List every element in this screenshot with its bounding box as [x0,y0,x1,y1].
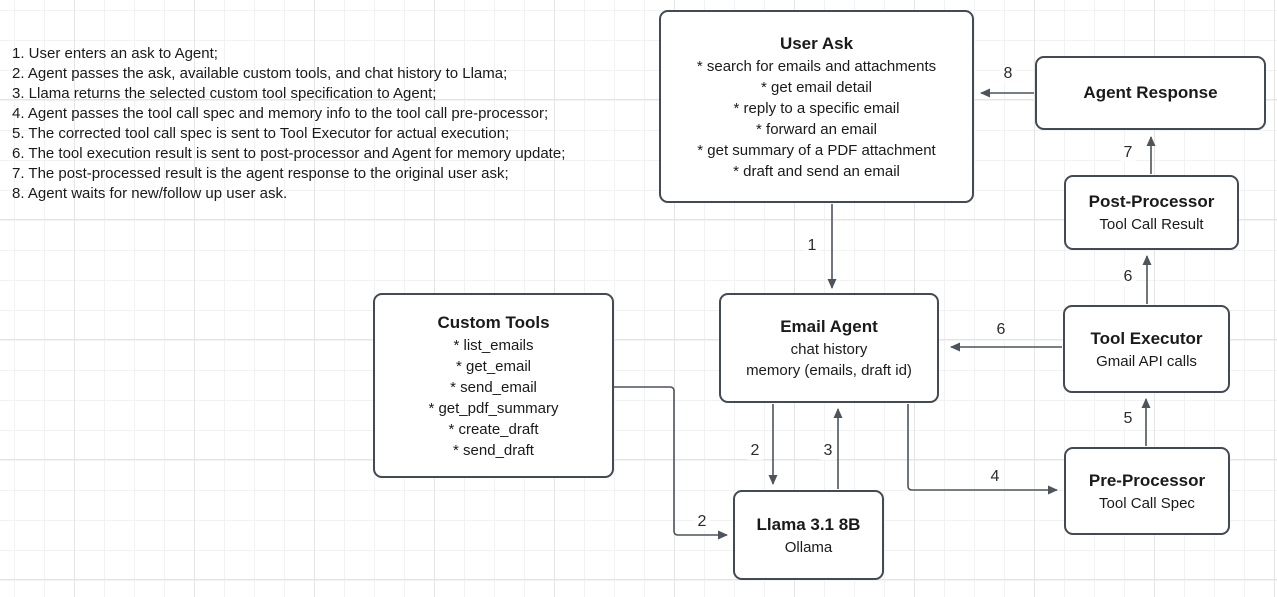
node-title: User Ask [779,33,854,53]
node-subtitle: Tool Call Result [1099,216,1204,233]
step-1: 1. User enters an ask to Agent; [12,45,218,62]
user-ask-item: * get summary of a PDF attachment [697,141,936,159]
node-title: Llama 3.1 8B [756,514,861,534]
edge-2-customtools-to-llama [614,386,728,540]
edge-label-6-horizontal: 6 [993,321,1009,339]
custom-tool-item: * create_draft [448,420,539,438]
node-title: Custom Tools [437,312,550,332]
node-pre-processor[interactable]: Pre-Processor Tool Call Spec [1064,447,1230,535]
node-agent-response[interactable]: Agent Response [1035,56,1266,130]
node-llama[interactable]: Llama 3.1 8B Ollama [733,490,884,580]
step-5: 5. The corrected tool call spec is sent … [12,125,510,142]
node-subtitle: Gmail API calls [1096,352,1197,370]
custom-tool-item: * send_draft [453,441,534,459]
node-title: Pre-Processor [1088,470,1206,490]
node-subtitle: Ollama [784,538,833,556]
custom-tool-item: * get_email [455,357,532,375]
node-email-agent[interactable]: Email Agent chat history memory (emails,… [719,293,939,403]
email-agent-line: chat history [790,341,868,358]
user-ask-item: * reply to a specific email [733,99,900,117]
edge-label-6-vertical: 6 [1120,268,1136,286]
node-title: Email Agent [780,317,878,336]
step-3: 3. Llama returns the selected custom too… [12,85,437,102]
edge-label-8: 8 [1000,65,1016,83]
step-8: 8. Agent waits for new/follow up user as… [12,185,288,202]
step-7: 7. The post-processed result is the agen… [12,165,509,182]
user-ask-item: * forward an email [756,120,877,138]
edge-label-1: 1 [804,237,820,255]
edge-label-3: 3 [820,442,836,460]
node-title: Post-Processor [1088,192,1215,211]
custom-tool-item: * send_email [450,378,537,396]
edge-label-2-vertical: 2 [747,442,763,460]
user-ask-item: * draft and send an email [733,162,900,180]
email-agent-line: memory (emails, draft id) [746,362,912,379]
user-ask-item: * search for emails and attachments [696,57,937,75]
edge-label-5: 5 [1120,410,1136,428]
node-subtitle: Tool Call Spec [1099,494,1195,512]
custom-tool-item: * get_pdf_summary [428,399,559,417]
step-4: 4. Agent passes the tool call spec and m… [12,105,549,122]
step-2: 2. Agent passes the ask, available custo… [12,65,508,82]
node-title: Agent Response [1083,83,1218,102]
node-tool-executor[interactable]: Tool Executor Gmail API calls [1063,305,1230,393]
edge-4-emailagent-to-preprocessor [907,404,1058,495]
step-6: 6. The tool execution result is sent to … [12,145,566,162]
user-ask-item: * get email detail [761,78,872,96]
node-title: Tool Executor [1090,328,1203,348]
process-steps-list[interactable]: 1. User enters an ask to Agent; 2. Agent… [12,44,565,204]
edge-label-2-elbow: 2 [694,513,710,531]
node-custom-tools[interactable]: Custom Tools * list_emails * get_email *… [373,293,614,478]
node-user-ask[interactable]: User Ask * search for emails and attachm… [659,10,974,203]
custom-tool-item: * list_emails [453,336,534,354]
edge-label-7: 7 [1120,144,1136,162]
node-post-processor[interactable]: Post-Processor Tool Call Result [1064,175,1239,250]
edge-label-4: 4 [987,468,1003,486]
